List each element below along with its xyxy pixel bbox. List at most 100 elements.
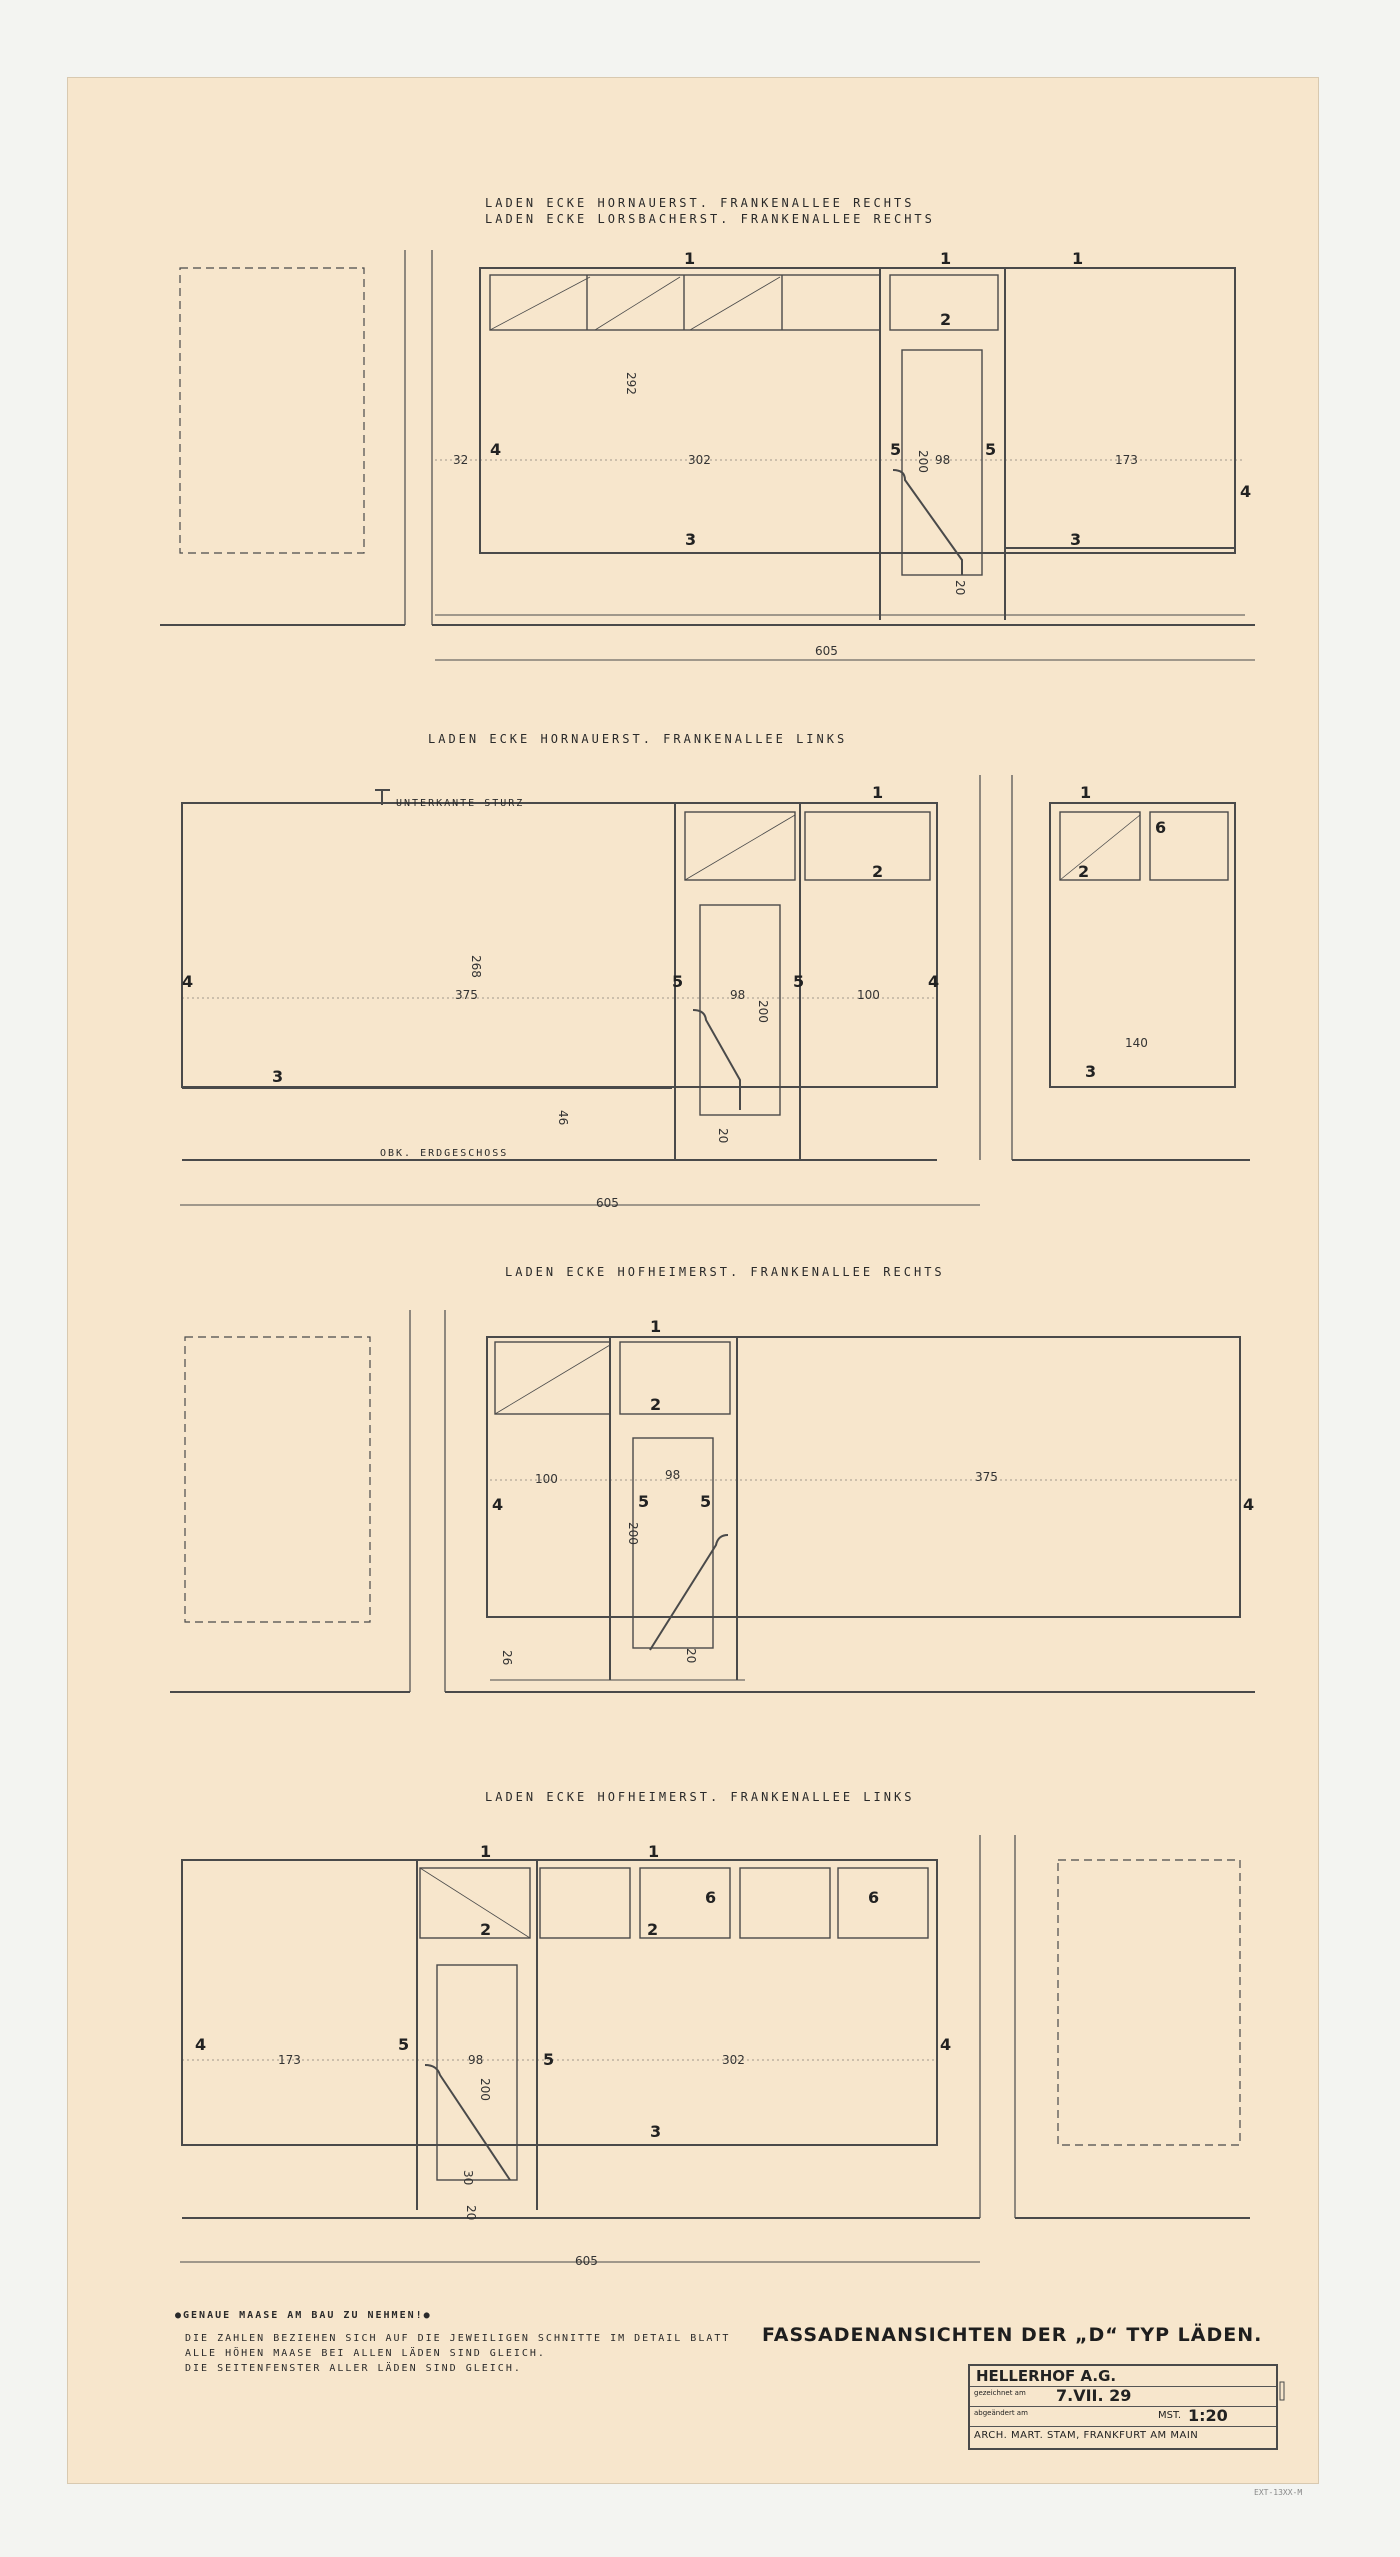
label: 4 bbox=[490, 440, 502, 459]
note-line: ALLE HÖHEN MAASE BEI ALLEN LÄDEN SIND GL… bbox=[185, 2348, 546, 2359]
label: 3 bbox=[685, 530, 697, 549]
dimension: 32 bbox=[453, 453, 469, 467]
architect: ARCH. MART. STAM, FRANKFURT AM MAIN bbox=[974, 2430, 1199, 2441]
dimension: 268 bbox=[469, 955, 483, 978]
changed-label: abgeändert am bbox=[974, 2409, 1028, 2417]
label: 2 bbox=[1078, 862, 1090, 881]
dimension: 173 bbox=[1115, 453, 1138, 467]
dimension: 98 bbox=[730, 988, 746, 1002]
label: 3 bbox=[272, 1067, 284, 1086]
dimension: 26 bbox=[500, 1650, 514, 1666]
label: 3 bbox=[1070, 530, 1082, 549]
label: 1 bbox=[940, 249, 952, 268]
label: 6 bbox=[868, 1888, 880, 1907]
dimension-total: 605 bbox=[575, 2254, 598, 2268]
section-1-title: LADEN ECKE HORNAUERST. FRANKENALLEE RECH… bbox=[485, 196, 915, 210]
label: 4 bbox=[940, 2035, 952, 2054]
dimension: 46 bbox=[556, 1110, 570, 1126]
note-line: ●GENAUE MAASE AM BAU ZU NEHMEN!● bbox=[175, 2310, 432, 2321]
door-3 bbox=[632, 1437, 714, 1649]
dimension: 100 bbox=[535, 1472, 558, 1486]
dimension: 173 bbox=[278, 2053, 301, 2067]
label: 1 bbox=[872, 783, 884, 802]
label: 4 bbox=[1240, 482, 1252, 501]
label: 4 bbox=[195, 2035, 207, 2054]
section-1-title-2: LADEN ECKE LORSBACHERST. FRANKENALLEE RE… bbox=[485, 212, 935, 226]
label: 5 bbox=[398, 2035, 410, 2054]
label: 5 bbox=[890, 440, 902, 459]
label: 5 bbox=[543, 2050, 555, 2069]
door-2 bbox=[699, 904, 781, 1116]
side-window-4 bbox=[1057, 1859, 1241, 2146]
note-floor: OBK. ERDGESCHOSS bbox=[380, 1148, 509, 1159]
main-title: FASSADENANSICHTEN DER „D“ TYP LÄDEN. bbox=[762, 2324, 1263, 2346]
label: 4 bbox=[928, 972, 940, 991]
dimension: 292 bbox=[624, 372, 638, 395]
label: 3 bbox=[650, 2122, 662, 2141]
dimension: 140 bbox=[1125, 1036, 1148, 1050]
dimension-total: 605 bbox=[596, 1196, 619, 1210]
shopfront-3 bbox=[486, 1336, 1241, 1618]
label: 2 bbox=[872, 862, 884, 881]
dimension-total: 605 bbox=[815, 644, 838, 658]
scale: 1:20 bbox=[1188, 2406, 1228, 2425]
label: 1 bbox=[648, 1842, 660, 1861]
label: 2 bbox=[650, 1395, 662, 1414]
dimension: 20 bbox=[953, 580, 967, 596]
dimension: 200 bbox=[478, 2078, 492, 2101]
side-window-2 bbox=[1049, 802, 1236, 1088]
label: 1 bbox=[650, 1317, 662, 1336]
drawing-sheet bbox=[68, 78, 1318, 2483]
drawn-label: gezeichnet am bbox=[974, 2389, 1026, 2397]
dimension: 98 bbox=[468, 2053, 484, 2067]
section-4-title: LADEN ECKE HOFHEIMERST. FRANKENALLEE LIN… bbox=[485, 1790, 915, 1804]
dimension: 100 bbox=[857, 988, 880, 1002]
dimension: 30 bbox=[461, 2170, 475, 2186]
note-lintel: UNTERKANTE STURZ bbox=[396, 798, 525, 809]
label: 1 bbox=[1080, 783, 1092, 802]
label: 2 bbox=[647, 1920, 659, 1939]
dimension: 200 bbox=[756, 1000, 770, 1023]
dimension: 200 bbox=[626, 1522, 640, 1545]
label: 6 bbox=[705, 1888, 717, 1907]
section-2-title: LADEN ECKE HORNAUERST. FRANKENALLEE LINK… bbox=[428, 732, 848, 746]
label: 4 bbox=[492, 1495, 504, 1514]
dimension: 302 bbox=[688, 453, 711, 467]
label: 5 bbox=[793, 972, 805, 991]
dimension: 375 bbox=[455, 988, 478, 1002]
dimension: 375 bbox=[975, 1470, 998, 1484]
label: 1 bbox=[480, 1842, 492, 1861]
label: 1 bbox=[1072, 249, 1084, 268]
door-1 bbox=[901, 349, 983, 576]
dimension: 98 bbox=[935, 453, 951, 467]
shopfront-1 bbox=[479, 267, 1236, 554]
label: 2 bbox=[940, 310, 952, 329]
label: 5 bbox=[638, 1492, 650, 1511]
label: 6 bbox=[1155, 818, 1167, 837]
section-3-title: LADEN ECKE HOFHEIMERST. FRANKENALLEE REC… bbox=[505, 1265, 945, 1279]
company-name: HELLERHOF A.G. bbox=[976, 2367, 1117, 2385]
date: 7.VII. 29 bbox=[1056, 2386, 1132, 2405]
door-4 bbox=[436, 1964, 518, 2181]
side-window-3 bbox=[184, 1336, 371, 1623]
dimension: 98 bbox=[665, 1468, 681, 1482]
label: 5 bbox=[672, 972, 684, 991]
label: 2 bbox=[480, 1920, 492, 1939]
dimension: 20 bbox=[716, 1128, 730, 1144]
label: 4 bbox=[182, 972, 194, 991]
label: 5 bbox=[700, 1492, 712, 1511]
shopfront-4 bbox=[181, 1859, 938, 2146]
dimension: 302 bbox=[722, 2053, 745, 2067]
shopfront-2 bbox=[181, 802, 938, 1088]
note-line: DIE SEITENFENSTER ALLER LÄDEN SIND GLEIC… bbox=[185, 2363, 522, 2374]
archive-stamp: EXT-13XX-M bbox=[1254, 2488, 1303, 2497]
dimension: 200 bbox=[916, 450, 930, 473]
scale-label: MST. bbox=[1158, 2410, 1182, 2421]
side-window-1 bbox=[179, 267, 365, 554]
label: 5 bbox=[985, 440, 997, 459]
dimension: 20 bbox=[464, 2205, 478, 2221]
title-block: HELLERHOF A.G. gezeichnet am 7.VII. 29 a… bbox=[968, 2364, 1278, 2450]
label: 4 bbox=[1243, 1495, 1255, 1514]
dimension: 20 bbox=[684, 1648, 698, 1664]
